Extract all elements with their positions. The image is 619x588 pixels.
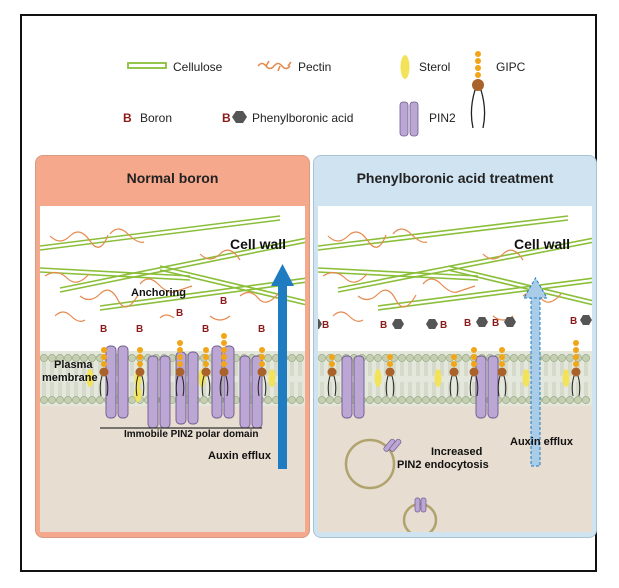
left-cell-wall-label: Cell wall	[230, 236, 287, 252]
legend-boron: Boron	[140, 111, 173, 125]
legend-pectin: Pectin	[298, 60, 332, 74]
svg-text:B: B	[464, 318, 471, 329]
plasma-label: Plasma	[54, 359, 93, 371]
legend-gipc: GIPC	[496, 60, 526, 74]
left-panel-title: Normal boron	[126, 170, 219, 186]
svg-text:B: B	[492, 318, 499, 329]
membrane-label: membrane	[42, 372, 98, 384]
pin2-endocytosis-label: PIN2 endocytosis	[397, 459, 489, 471]
left-gipc-boron-complexes: B B B B B B	[99, 296, 267, 397]
legend-phenylboronic-acid: Phenylboronic acid	[252, 111, 354, 125]
legend-sterol: Sterol	[419, 60, 451, 74]
increased-label: Increased	[431, 446, 483, 458]
left-panel-scene: B B B B B B	[40, 215, 305, 532]
anchoring-label: Anchoring	[131, 287, 186, 299]
pectin-legend-icon	[257, 60, 292, 72]
svg-text:B: B	[570, 316, 577, 327]
right-sterols	[374, 369, 570, 387]
right-panel-body: B B B B B B Cell wall Increased PIN2 endocyto…	[318, 206, 592, 532]
svg-text:B: B	[380, 320, 387, 331]
cellulose-legend-icon	[127, 62, 167, 69]
svg-text:B: B	[222, 111, 231, 125]
svg-text:B: B	[176, 308, 183, 319]
svg-text:B: B	[136, 324, 143, 335]
svg-text:B: B	[258, 324, 265, 335]
right-cell-wall-label: Cell wall	[514, 236, 571, 252]
right-auxin-efflux-arrow	[523, 276, 548, 467]
right-auxin-efflux-label: Auxin efflux	[510, 436, 573, 448]
phenylboronic-acid-legend-icon: B	[222, 111, 247, 125]
svg-text:B: B	[220, 296, 227, 307]
endocytic-vesicles	[344, 438, 438, 532]
boron-legend-icon: B	[123, 111, 132, 125]
svg-text:B: B	[440, 320, 447, 331]
right-pin2-proteins	[341, 355, 499, 419]
immobile-domain-label: Immobile PIN2 polar domain	[124, 429, 259, 440]
left-auxin-efflux-label: Auxin efflux	[208, 450, 271, 462]
svg-text:B: B	[202, 324, 209, 335]
right-panel-title: Phenylboronic acid treatment	[356, 170, 554, 186]
auxin-efflux-arrow	[271, 264, 294, 469]
left-pectin	[44, 228, 279, 322]
svg-text:B: B	[100, 324, 107, 335]
legend-graphics: B B	[123, 51, 486, 137]
svg-text:B: B	[322, 320, 329, 331]
gipc-legend-icon	[470, 51, 486, 129]
legend-pin2: PIN2	[429, 111, 456, 125]
normal-boron-panel: Normal boron	[35, 155, 310, 538]
phenylboronic-acid-panel: Phenylboronic acid treatment	[313, 155, 597, 538]
right-cellulose	[318, 215, 592, 311]
pin2-legend-icon	[399, 101, 419, 137]
left-panel-body: B B B B B B Cell wall Anchoring Plasma membra…	[40, 206, 305, 532]
legend-cellulose: Cellulose	[173, 60, 223, 74]
sterol-legend-icon	[400, 55, 410, 79]
